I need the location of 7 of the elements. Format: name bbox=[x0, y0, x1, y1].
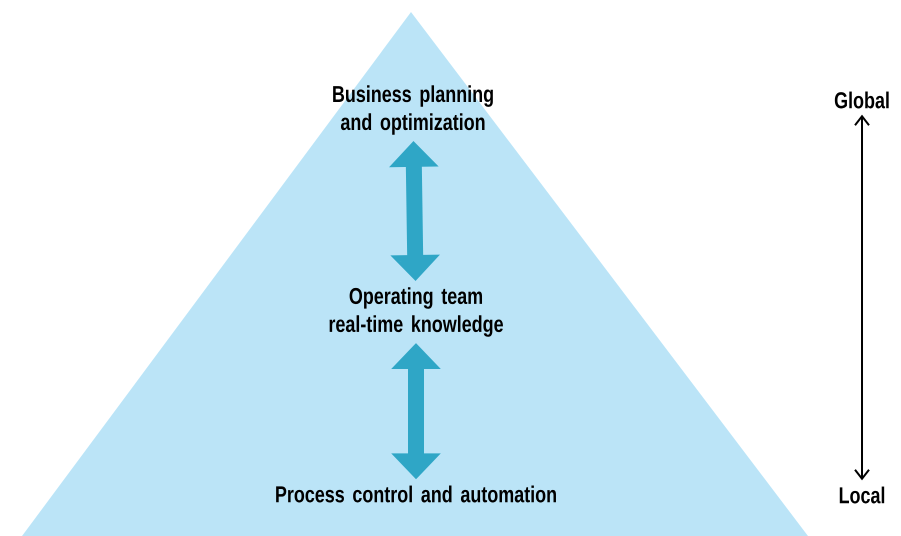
level-label: Business planning and optimization bbox=[333, 85, 493, 135]
level-label: Global bbox=[834, 92, 889, 108]
pyramid bbox=[22, 12, 808, 536]
arrow bbox=[854, 114, 870, 480]
level-label: Local bbox=[840, 486, 884, 504]
level-label: Process control and automation bbox=[276, 486, 556, 502]
level-label: Operating team real-time knowledge bbox=[330, 287, 503, 337]
